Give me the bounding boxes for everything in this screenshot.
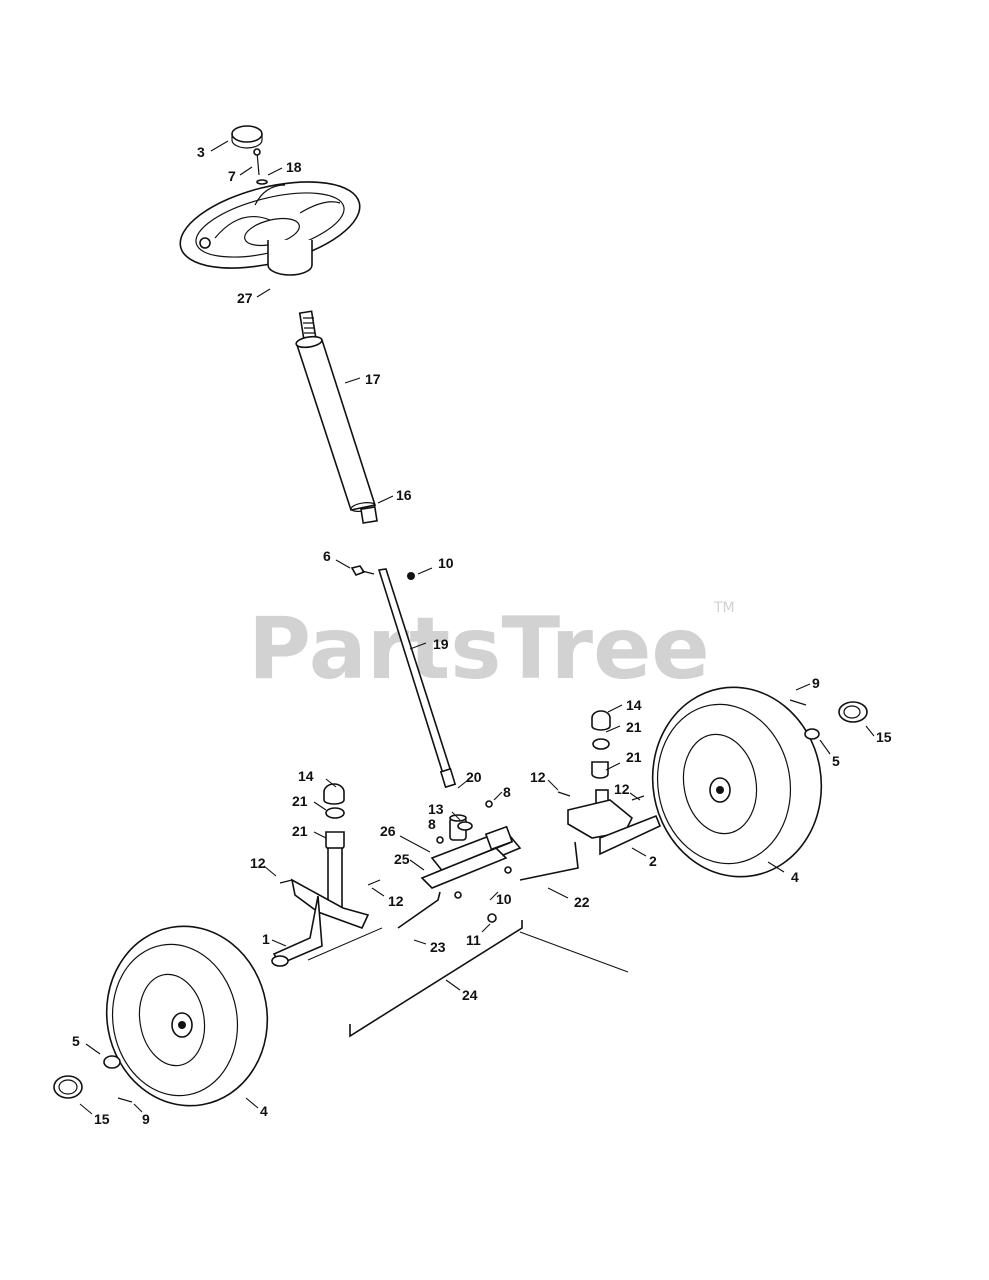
callout-21: 21 [292, 793, 308, 809]
callout-25: 25 [394, 851, 410, 867]
callout-21: 21 [626, 749, 642, 765]
assembly-line [307, 927, 629, 973]
watermark-text: PartsTree [248, 599, 710, 699]
callout-12: 12 [388, 893, 404, 909]
callout-17: 17 [365, 371, 381, 387]
callout-12: 12 [250, 855, 266, 871]
callout-19: 19 [433, 636, 449, 652]
left-front-wheel [105, 925, 269, 1107]
callout-13: 13 [428, 801, 444, 817]
left-spindle [271, 847, 370, 967]
right-spindle [567, 789, 662, 856]
steering-shaft-spline [298, 310, 318, 344]
callout-22: 22 [574, 894, 590, 910]
callout-6: 6 [323, 548, 331, 564]
callout-11: 11 [466, 932, 481, 948]
right-spindle-bolt [557, 791, 571, 797]
left-spindle-bolt [279, 879, 293, 884]
left-wheel-pin [117, 1097, 133, 1103]
hex-nut [487, 913, 497, 923]
callout-24: 24 [462, 987, 478, 1003]
steering-sector-bracket [420, 825, 522, 889]
right-hub-cap [838, 701, 868, 723]
callout-10: 10 [438, 555, 454, 571]
left-spindle-bushings [323, 783, 345, 851]
callout-18: 18 [286, 159, 302, 175]
callout-8: 8 [428, 816, 436, 832]
drag-link-left [397, 891, 441, 929]
leader-lines [79, 140, 875, 1115]
callout-1: 1 [262, 931, 270, 947]
callout-10: 10 [496, 891, 512, 907]
left-spindle-bolt [367, 879, 381, 886]
callout-4: 4 [791, 869, 799, 885]
callout-21: 21 [292, 823, 308, 839]
callout-15: 15 [94, 1111, 110, 1127]
steering-wheel [179, 181, 361, 276]
right-wheel-pin [789, 699, 807, 706]
callout-16: 16 [396, 487, 412, 503]
steering-shaft [377, 568, 457, 789]
drag-link-right [519, 841, 579, 881]
callout-20: 20 [466, 769, 482, 785]
steering-shaft-bolt [350, 565, 375, 576]
tie-rod [349, 920, 523, 1038]
callout-12: 12 [530, 769, 546, 785]
callout-14: 14 [626, 697, 642, 713]
callout-labels: 3 7 18 27 17 16 6 10 19 9 15 5 14 21 21 … [72, 144, 892, 1127]
callout-9: 9 [812, 675, 820, 691]
callout-9: 9 [142, 1111, 150, 1127]
callout-12: 12 [614, 781, 630, 797]
callout-27: 27 [237, 290, 253, 306]
steering-cap [231, 125, 263, 149]
left-wheel-washer [103, 1055, 121, 1069]
callout-5: 5 [832, 753, 840, 769]
callout-8: 8 [503, 784, 511, 800]
callout-14: 14 [298, 768, 314, 784]
right-wheel-washer [804, 728, 820, 740]
callout-2: 2 [649, 853, 657, 869]
callout-15: 15 [876, 729, 892, 745]
callout-7: 7 [228, 168, 236, 184]
callout-23: 23 [430, 939, 446, 955]
bracket-nut [504, 866, 512, 874]
right-front-wheel [651, 686, 823, 878]
steering-shaft-nut [407, 572, 415, 580]
callout-21: 21 [626, 719, 642, 735]
bracket-bolt [436, 836, 444, 844]
steering-tube [295, 335, 378, 524]
callout-26: 26 [380, 823, 396, 839]
callout-3: 3 [197, 144, 205, 160]
callout-4: 4 [260, 1103, 268, 1119]
watermark-trademark: TM [713, 600, 735, 616]
steering-wheel-bolt [253, 148, 268, 185]
bracket-nut [454, 891, 462, 899]
steering-bushing [457, 821, 473, 831]
callout-5: 5 [72, 1033, 80, 1049]
left-hub-cap [53, 1075, 83, 1099]
right-spindle-bushings [591, 710, 611, 779]
bracket-bolt [485, 800, 493, 808]
